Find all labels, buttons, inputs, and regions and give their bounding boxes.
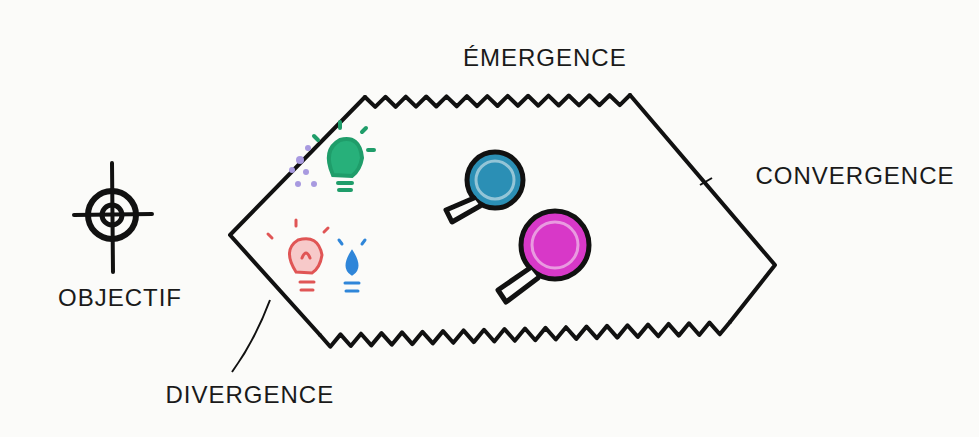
process-shape (230, 95, 775, 347)
leader-line (232, 300, 270, 372)
tick-mark (700, 178, 712, 185)
stage-label: CONVERGENCE (756, 162, 955, 190)
target-symbol (74, 163, 152, 272)
magnifier-icons (446, 152, 589, 302)
stage-label: DIVERGENCE (166, 381, 335, 409)
stage-label: OBJECTIF (58, 284, 182, 312)
idea-bulbs (268, 122, 374, 291)
stage-label: ÉMERGENCE (463, 44, 627, 72)
